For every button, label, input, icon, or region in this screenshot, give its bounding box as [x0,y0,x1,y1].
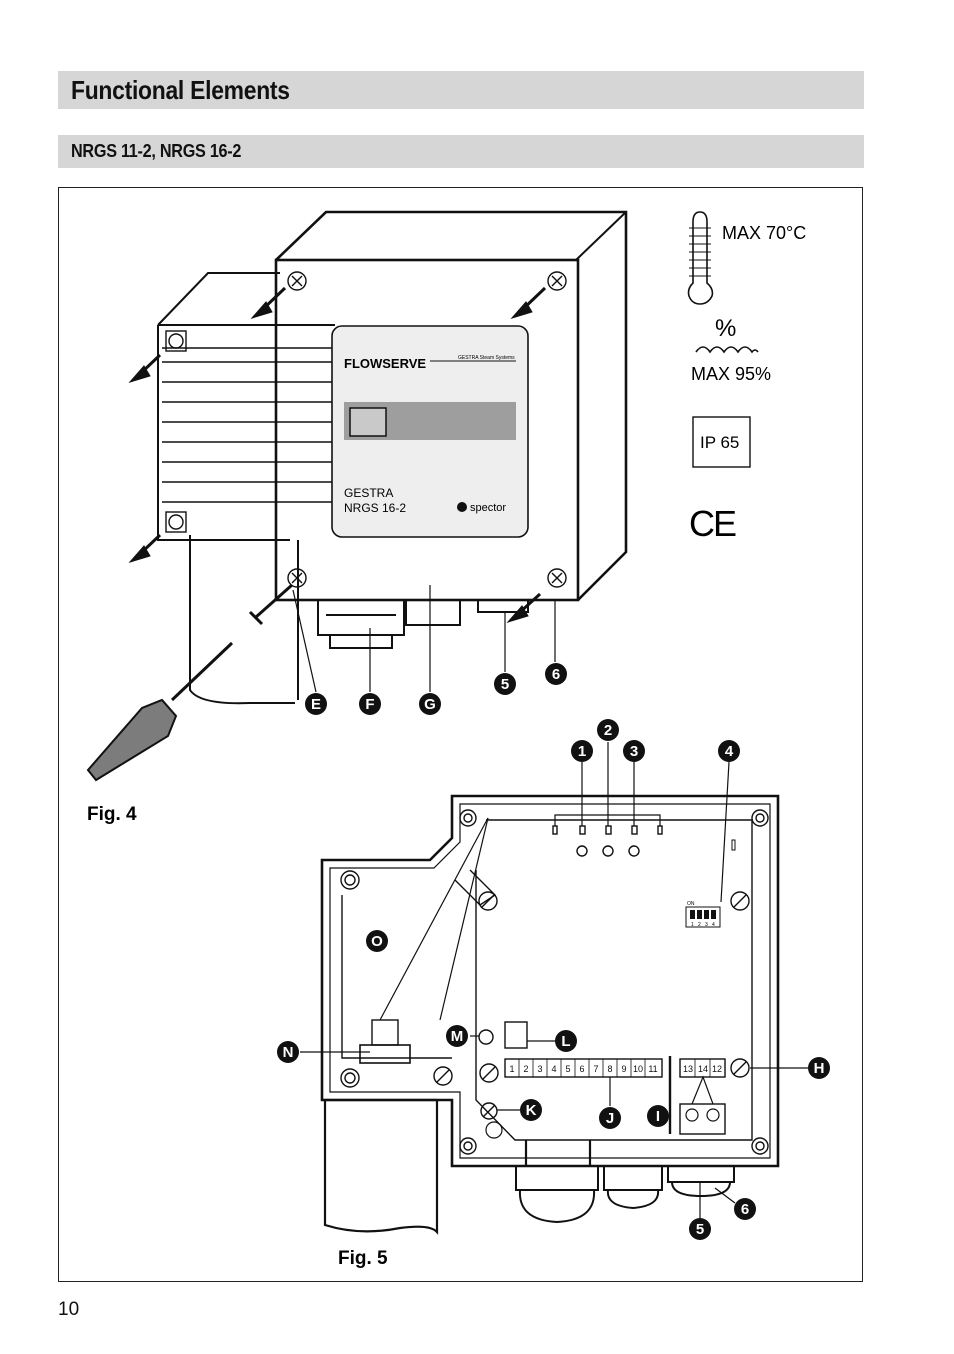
terminal-4: 4 [551,1064,556,1074]
callout-O: O [371,933,383,950]
thermometer-icon [687,211,714,305]
callout-G: G [424,696,436,713]
terminal-5: 5 [565,1064,570,1074]
dip-num-4: 4 [712,922,715,928]
dip-num-2: 2 [698,922,701,928]
terminal-8: 8 [607,1064,612,1074]
model-line2: NRGS 16-2 [344,501,406,515]
callout-F: F [365,696,374,713]
ip-rating-text: IP 65 [700,433,739,452]
section-title: Functional Elements [71,75,290,105]
dip-num-1: 1 [691,922,694,928]
page-number: 10 [58,1299,80,1320]
maker-logo: spector [457,502,506,514]
callout-5-fig4: 5 [501,676,509,693]
tagline-text: GESTRA Steam Systems [458,355,515,361]
terminal-12: 12 [712,1064,722,1074]
terminal-strip [518,1059,711,1077]
max-humidity-text: MAX 95% [691,364,771,384]
callout-3: 3 [630,743,638,760]
fig5-label: Fig. 5 [338,1248,388,1269]
terminal-14: 14 [698,1064,708,1074]
maker-text: spector [470,502,506,514]
terminal-1: 1 [509,1064,514,1074]
fig4-label: Fig. 4 [87,804,137,825]
max-temp-text: MAX 70°C [722,223,806,243]
terminal-7: 7 [593,1064,598,1074]
figure-frame [58,187,863,1282]
callout-5-fig5: 5 [696,1221,704,1238]
percent-symbol: % [715,315,736,342]
callout-E: E [311,696,321,713]
dip-num-3: 3 [705,922,708,928]
device-housing-drawing [86,210,628,782]
ce-mark: CE [689,503,736,544]
fig4-callouts: E F G 5 6 [305,663,567,715]
terminal-6: 6 [579,1064,584,1074]
subsection-title-bar: NRGS 11-2, NRGS 16-2 [58,135,864,168]
terminal-3: 3 [537,1064,542,1074]
callout-H: H [814,1060,825,1077]
callout-6-fig5: 6 [741,1201,749,1218]
ip-rating-box [692,416,751,468]
section-title-bar: Functional Elements [58,71,864,109]
removal-arrows [128,286,547,623]
callout-I: I [656,1108,660,1125]
subsection-title: NRGS 11-2, NRGS 16-2 [71,141,242,161]
dip-on-label: ON [687,901,695,907]
callout-2: 2 [604,722,612,739]
callout-4: 4 [725,743,734,760]
callout-J: J [606,1110,614,1127]
terminal-11: 11 [648,1064,657,1074]
terminal-13: 13 [683,1064,693,1074]
callout-K: K [526,1102,537,1119]
fig5-callouts: 1 2 3 4 O M L N H K J I 6 5 [277,719,830,1240]
model-line1: GESTRA [344,486,393,500]
terminal-10: 10 [633,1064,643,1074]
terminal-2: 2 [523,1064,528,1074]
brand-text: FLOWSERVE [344,356,426,371]
open-housing-drawing [300,742,808,1235]
callout-L: L [561,1033,570,1050]
callout-M: M [451,1028,464,1045]
callout-N: N [283,1044,294,1061]
callout-1: 1 [578,743,586,760]
callout-6-fig4: 6 [552,666,560,683]
humidity-wave-icon [695,346,759,354]
dip-switch: ON 1 2 3 4 [685,901,721,928]
terminal-9: 9 [621,1064,626,1074]
